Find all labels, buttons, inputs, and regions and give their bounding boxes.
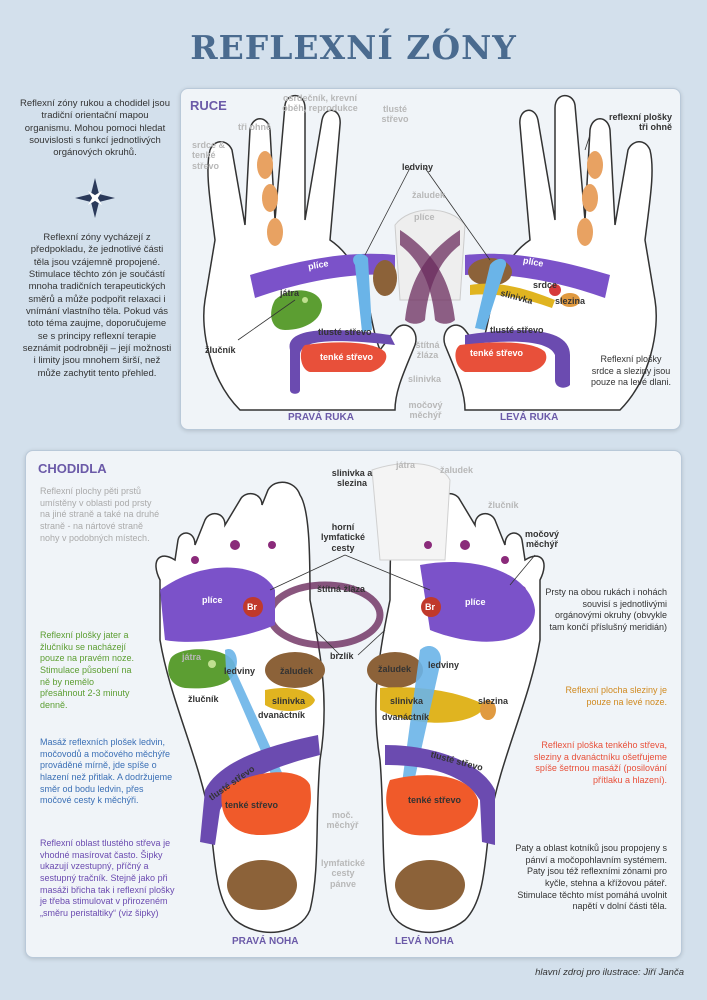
- lung-zone-left-foot: [420, 562, 535, 642]
- colon-zone-right-hand: [289, 330, 395, 394]
- label-mocovy: močový měchýř: [408, 400, 443, 421]
- label-zlucnik-top: žlučník: [488, 500, 519, 510]
- label-tenke-l: tenké střevo: [225, 800, 279, 810]
- feet-note-kidney: Masáž reflexních plošek ledvin, močovodů…: [40, 737, 173, 806]
- label-brzlik: brzlík: [330, 651, 354, 661]
- label-zlucnik: žlučník: [205, 345, 236, 355]
- label-srdce-tenke: srdce & tenké střevo: [192, 140, 226, 171]
- label-jatra-top: játra: [396, 460, 416, 470]
- hands-note: Reflexní plošky srdce a sleziny jsou pou…: [590, 354, 672, 388]
- label-br-l: Br: [247, 602, 258, 612]
- label-reflexni-plosky: reflexní plošky tři ohně: [608, 112, 672, 133]
- label-prava-noha: PRAVÁ NOHA: [232, 936, 299, 947]
- label-tluste-strevo-top: tlusté střevo: [381, 104, 409, 125]
- label-zaludek: žaludek: [412, 190, 446, 200]
- label-plice-l: plíce: [202, 595, 223, 605]
- label-zaludek-top: žaludek: [440, 465, 474, 475]
- foot-top-ghost: [371, 462, 451, 561]
- feet-note-spleen: Reflexní plocha sleziny je pouze na levé…: [565, 685, 667, 707]
- label-slinivka-slezina: slinivka a slezina: [331, 468, 373, 489]
- label-tenke-r: tenké střevo: [408, 795, 462, 805]
- liver-zone-foot: [168, 649, 236, 689]
- label-tenke-right: tenké střevo: [470, 348, 524, 358]
- label-leva-ruka: LEVÁ RUKA: [500, 412, 559, 423]
- feet-note-heel: Paty a oblast kotníků jsou propojeny s p…: [515, 843, 667, 912]
- feet-note-top: Reflexní plochy pěti prstů umístěny v ob…: [40, 486, 160, 543]
- small-intestine-right-hand: [300, 342, 387, 372]
- label-ledviny-l: ledviny: [224, 666, 256, 676]
- label-mocovy-mid: moč. měchýř: [326, 810, 359, 831]
- label-jatra: játra: [280, 288, 300, 298]
- label-zaludek-r: žaludek: [378, 664, 412, 674]
- label-slinivka-r: slinivka: [390, 696, 424, 706]
- label-lymf-panev: lymfatické cesty pánve: [320, 858, 366, 889]
- label-plice-center: plíce: [414, 212, 435, 222]
- label-leva-noha: LEVÁ NOHA: [395, 936, 454, 947]
- feet-note-toes: Prsty na obou rukách i nohách souvisí s …: [545, 587, 667, 633]
- label-dvanactnik-l: dvanáctník: [258, 710, 306, 720]
- hands-heading: RUCE: [190, 98, 227, 113]
- small-intestine-left-foot: [386, 775, 479, 836]
- label-stitna: štítná žláza: [415, 340, 440, 361]
- small-intestine-left-hand: [455, 342, 547, 372]
- label-slinivka-l: slinivka: [272, 696, 306, 706]
- feet-note-colon: Reflexní oblast tlustého střeva je vhodn…: [40, 838, 175, 919]
- colon-zone-right-foot: [200, 735, 320, 845]
- page-title: REFLEXNÍ ZÓNY: [190, 28, 517, 67]
- label-horni-lymf: horní lymfatické cesty: [320, 522, 366, 553]
- label-br-r: Br: [425, 602, 436, 612]
- label-jatra-foot: játra: [182, 652, 202, 662]
- label-stitna-feet: štítná žláza: [317, 584, 366, 594]
- label-slezina-foot: slezina: [478, 696, 509, 706]
- label-plice-r: plíce: [465, 597, 486, 607]
- label-srdce: srdce: [533, 280, 558, 290]
- intro-text-2: Reflexní zóny vycházejí z předpokladu, ž…: [22, 232, 172, 379]
- colon-zone-left-hand: [465, 330, 570, 388]
- center-organs-ghost: [394, 209, 466, 301]
- label-ledviny: ledviny: [402, 162, 434, 172]
- colon-zone-left-foot: [385, 745, 495, 845]
- lung-zone-right-foot: [160, 567, 275, 642]
- feet-heading: CHODIDLA: [38, 461, 107, 476]
- label-tri-ohne: tři ohně: [238, 122, 271, 132]
- label-ledviny-r: ledviny: [428, 660, 460, 670]
- label-zaludek-l: žaludek: [280, 666, 314, 676]
- small-intestine-right-foot: [221, 772, 311, 835]
- label-slezina: slezina: [555, 296, 586, 306]
- liver-zone: [271, 290, 322, 330]
- feet-note-small: Reflexní ploška tenkého střeva, sleziny …: [533, 740, 667, 786]
- label-dvanactnik-r: dvanáctník: [382, 712, 430, 722]
- label-tluste-left: tlusté střevo: [318, 327, 372, 337]
- label-tluste-right: tlusté střevo: [490, 325, 544, 335]
- label-zlucnik-foot: žlučník: [188, 694, 219, 704]
- label-mocovy-feet: močový měchýř: [524, 529, 559, 550]
- intro-text: Reflexní zóny rukou a chodidel jsou trad…: [20, 98, 170, 159]
- feet-panel: [25, 450, 682, 958]
- label-tenke-left: tenké střevo: [320, 352, 374, 362]
- label-osrdecnik: osrdečník, krevní oběh, reprodukce: [282, 93, 358, 114]
- label-slinivka-center: slinivka: [408, 374, 442, 384]
- feet-note-liver: Reflexní plošky jater a žlučníku se nach…: [40, 630, 135, 711]
- source-credit: hlavní zdroj pro ilustrace: Jiří Janča: [535, 967, 684, 978]
- label-prava-ruka: PRAVÁ RUKA: [288, 412, 354, 423]
